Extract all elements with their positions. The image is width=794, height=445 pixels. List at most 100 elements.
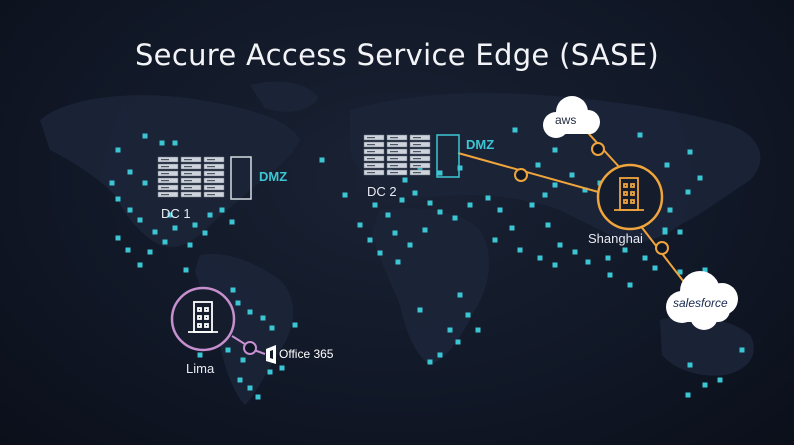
pop-marker xyxy=(667,207,673,213)
server-slot xyxy=(207,180,215,182)
pop-marker xyxy=(202,230,208,236)
pop-marker xyxy=(447,327,453,333)
server-slot xyxy=(207,166,215,168)
server-slot xyxy=(390,144,398,146)
server-slot xyxy=(184,159,192,161)
pop-marker xyxy=(167,212,173,218)
pop-marker xyxy=(422,227,428,233)
dc1-servers xyxy=(157,156,252,200)
pop-marker xyxy=(497,207,503,213)
pop-marker xyxy=(319,157,325,163)
pop-marker xyxy=(395,259,401,265)
pop-marker xyxy=(367,237,373,243)
pop-marker xyxy=(677,269,683,275)
pop-marker xyxy=(147,249,153,255)
pop-marker xyxy=(127,207,133,213)
pop-marker xyxy=(509,225,515,231)
dc2-servers xyxy=(363,134,460,178)
pop-marker xyxy=(115,196,121,202)
server-slot xyxy=(413,172,421,174)
server-slot xyxy=(367,172,375,174)
pop-marker xyxy=(685,189,691,195)
pop-marker xyxy=(687,362,693,368)
server-slot xyxy=(367,151,375,153)
pop-marker xyxy=(407,242,413,248)
page-title: Secure Access Service Edge (SASE) xyxy=(134,38,660,72)
pop-marker xyxy=(552,182,558,188)
lima-node xyxy=(170,286,266,355)
pop-marker xyxy=(127,169,133,175)
pop-marker xyxy=(552,147,558,153)
pop-marker xyxy=(607,272,613,278)
office365-label: Office 365 xyxy=(279,347,334,361)
pop-marker xyxy=(739,347,745,353)
server-slot xyxy=(413,158,421,160)
pop-marker xyxy=(662,227,668,233)
pop-marker xyxy=(152,229,158,235)
server-slot xyxy=(161,166,169,168)
pop-marker xyxy=(399,197,405,203)
pop-marker xyxy=(605,255,611,261)
pop-marker xyxy=(235,300,241,306)
pop-marker xyxy=(187,242,193,248)
pop-marker xyxy=(229,219,235,225)
pop-marker xyxy=(172,140,178,146)
lima-route-node xyxy=(243,341,257,355)
server-slot xyxy=(390,137,398,139)
pop-marker xyxy=(529,202,535,208)
server-slot xyxy=(413,165,421,167)
server-slot xyxy=(413,151,421,153)
dc1-dmz-label: DMZ xyxy=(259,169,288,184)
server-slot xyxy=(390,158,398,160)
pop-marker xyxy=(115,235,121,241)
server-slot xyxy=(207,159,215,161)
dc2-dmz-box xyxy=(436,134,460,178)
pop-marker xyxy=(225,347,231,353)
server-slot xyxy=(207,187,215,189)
server-slot xyxy=(207,173,215,175)
pop-marker xyxy=(485,195,491,201)
shanghai-label: Shanghai xyxy=(588,231,643,246)
pop-marker xyxy=(467,202,473,208)
pop-marker xyxy=(240,357,246,363)
pop-marker xyxy=(642,255,648,261)
pop-marker xyxy=(537,255,543,261)
pop-marker xyxy=(137,262,143,268)
server-slot xyxy=(413,137,421,139)
pop-marker xyxy=(172,225,178,231)
salesforce-cloud-icon xyxy=(666,271,738,330)
pop-marker xyxy=(585,259,591,265)
pop-marker xyxy=(385,212,391,218)
dc2-dmz-label: DMZ xyxy=(466,137,495,152)
pop-marker xyxy=(255,394,261,400)
pop-marker xyxy=(269,325,275,331)
server-slot xyxy=(390,165,398,167)
shanghai-node xyxy=(596,163,664,231)
dc1-dmz-box xyxy=(230,156,252,200)
pop-marker xyxy=(427,200,433,206)
pop-marker xyxy=(512,127,518,133)
pop-marker xyxy=(137,217,143,223)
pop-marker xyxy=(159,140,165,146)
pop-marker xyxy=(517,247,523,253)
server-slot xyxy=(184,194,192,196)
pop-marker xyxy=(569,172,575,178)
server-slot xyxy=(367,165,375,167)
server-slot xyxy=(161,159,169,161)
server-slot xyxy=(184,166,192,168)
route-node-2 xyxy=(591,142,605,156)
server-slot xyxy=(161,173,169,175)
pop-markers xyxy=(109,127,745,400)
pop-marker xyxy=(279,365,285,371)
africa xyxy=(372,208,490,365)
dc1-label: DC 1 xyxy=(161,206,191,221)
lima-label: Lima xyxy=(186,361,215,376)
australia xyxy=(660,316,754,376)
pop-marker xyxy=(572,249,578,255)
pop-marker xyxy=(267,369,273,375)
server-slot xyxy=(184,180,192,182)
pop-marker xyxy=(427,359,433,365)
dc2-label: DC 2 xyxy=(367,184,397,199)
server-slot xyxy=(390,151,398,153)
